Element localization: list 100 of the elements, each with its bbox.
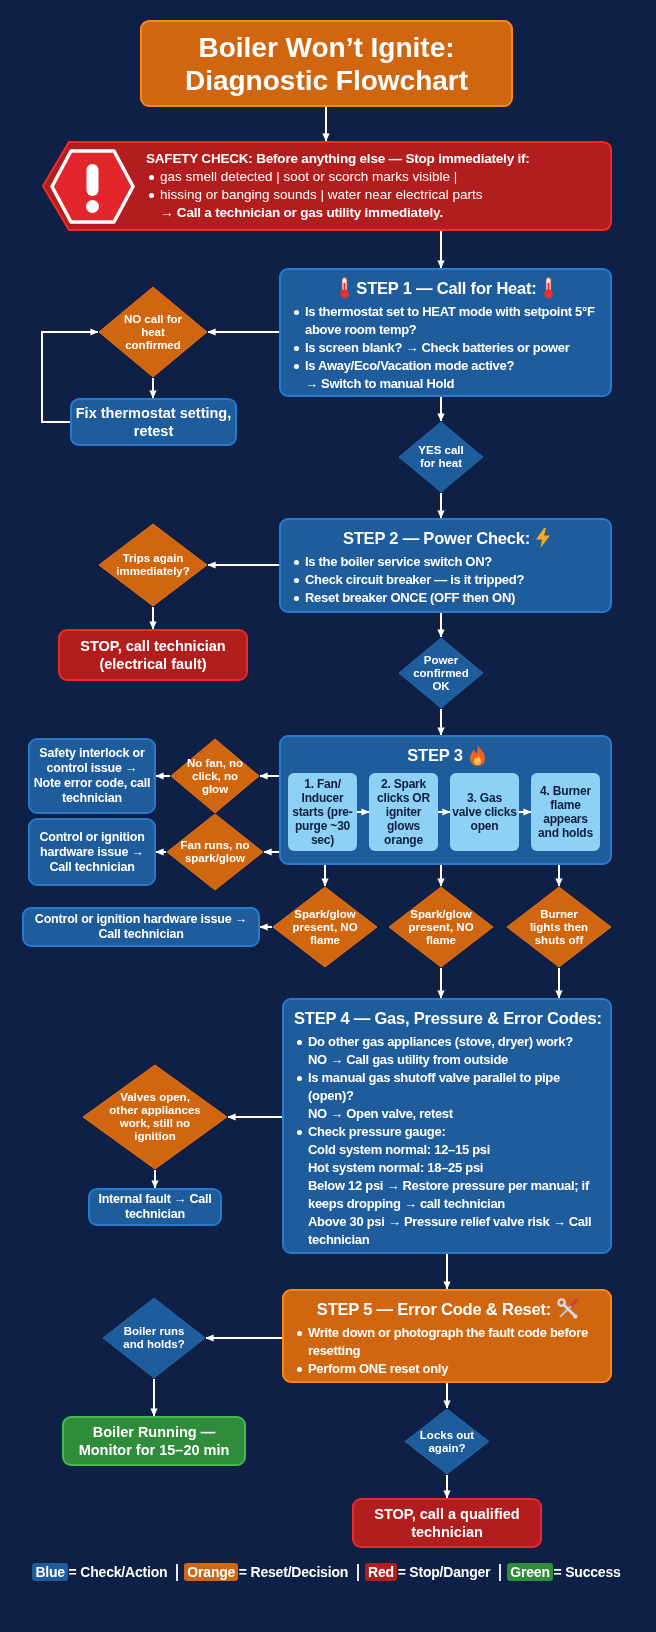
arrow	[149, 606, 157, 630]
checklist-item: Is manual gas shutoff valve parallel to pipe (open)?	[294, 1069, 602, 1105]
arrow	[437, 396, 445, 422]
arrow	[149, 377, 157, 399]
checklist-item: Is thermostat set to HEAT mode with setpoint 5°F above room temp?	[291, 303, 602, 339]
checklist-item: Is screen blank? → Check batteries or power	[291, 339, 570, 357]
decision-text: Power confirmed OK	[412, 653, 470, 693]
step-box	[282, 998, 612, 1254]
hazard-item: gas smell detected | soot or scorch marks visible |	[146, 168, 458, 186]
substep-text: 3. Gas valve clicks open	[452, 791, 517, 833]
arrow	[443, 1382, 451, 1409]
decision-text: Valves open, other appliances work, still no ignition	[108, 1091, 202, 1143]
action-text: Fix thermostat setting, retest	[74, 404, 233, 440]
arrow	[322, 106, 330, 142]
checklist-item: Check circuit breaker — is it tripped?	[291, 571, 525, 589]
title-box	[140, 20, 513, 107]
arrow	[437, 708, 445, 736]
checklist-note: Cold system normal: 12–15 psi	[308, 1141, 491, 1159]
warning-action: → Call a technician or gas utility immediately.	[160, 204, 443, 222]
checklist-note: Hot system normal: 18–25 psi	[308, 1159, 484, 1177]
legend-text: Orange = Reset/Decision	[187, 1563, 349, 1581]
decision-diamond	[102, 1297, 206, 1379]
legend-text: Red = Stop/Danger	[368, 1563, 491, 1581]
action-box	[88, 1188, 222, 1226]
checklist-item: Is the boiler service switch ON?	[291, 553, 492, 571]
title-text: Boiler Won’t Ignite: Diagnostic Flowchart	[183, 30, 470, 97]
step-heading: STEP 2 — Power Check:	[342, 528, 531, 548]
arrow	[437, 864, 445, 887]
legend-text: Blue = Check/Action	[35, 1563, 168, 1581]
decision-diamond	[166, 813, 264, 891]
arrow	[437, 967, 445, 999]
hazard-item: hissing or banging sounds | water near electrical parts	[146, 186, 483, 204]
arrow	[443, 1253, 451, 1290]
arrow	[443, 1474, 451, 1499]
arrow	[437, 612, 445, 638]
decision-diamond	[398, 421, 484, 493]
checklist-item: Perform ONE reset only	[294, 1360, 449, 1378]
substep-box	[450, 773, 519, 851]
arrow	[437, 808, 451, 816]
action-box	[28, 738, 156, 814]
arrow	[259, 923, 273, 931]
action-text: Control or ignition hardware issue → Call technician	[38, 829, 146, 875]
step-box	[279, 268, 612, 397]
arrow	[356, 808, 370, 816]
decision-text: Burner lights then shuts off	[528, 907, 590, 947]
checklist-item: Check pressure gauge:	[294, 1123, 446, 1141]
arrow	[207, 328, 280, 336]
arrow	[151, 1169, 159, 1189]
decision-diamond	[404, 1408, 490, 1475]
checklist-note: Below 12 psi → Restore pressure per manual; if keeps dropping → call technician	[308, 1177, 591, 1213]
arrow	[207, 561, 280, 569]
decision-diamond	[98, 286, 208, 378]
action-box	[70, 398, 237, 446]
warning-heading: SAFETY CHECK: Before anything else — Stop immediately if:	[146, 150, 530, 168]
decision-diamond	[388, 886, 494, 968]
success-box	[62, 1416, 246, 1466]
arrow	[555, 864, 563, 887]
decision-text: Boiler runs and holds?	[122, 1325, 186, 1351]
decision-text: Spark/glow present, NO flame	[291, 907, 359, 947]
arrow	[155, 772, 171, 780]
action-text: Boiler Running — Monitor for 15–20 min	[77, 1423, 231, 1459]
substep-box	[531, 773, 600, 851]
decision-diamond	[170, 738, 260, 814]
action-text: Control or ignition hardware issue → Call technician	[33, 912, 249, 942]
decision-text: YES call for heat	[417, 444, 465, 470]
stop-box	[352, 1498, 542, 1548]
checklist-item: Do other gas appliances (stove, dryer) work?	[294, 1033, 573, 1051]
warning-banner	[42, 141, 612, 231]
checklist-note: NO → Open valve, retest	[308, 1105, 453, 1123]
action-box	[28, 818, 156, 886]
decision-diamond	[398, 637, 484, 709]
step-box	[282, 1289, 612, 1383]
decision-diamond	[98, 523, 208, 607]
decision-text: No fan, no click, no glow	[185, 756, 245, 796]
substep-text: 2. Spark clicks OR igniter glows orange	[376, 777, 431, 847]
arrow	[227, 1113, 283, 1121]
arrow	[321, 864, 329, 887]
arrow	[437, 230, 445, 269]
arrow	[155, 848, 167, 856]
step-box	[279, 735, 612, 865]
arrow	[555, 967, 563, 999]
decision-text: Fan runs, no spark/glow	[179, 839, 251, 865]
decision-text: NO call for heat confirmed	[122, 312, 184, 352]
checklist-item: Write down or photograph the fault code before resetting	[294, 1324, 602, 1360]
substep-text: 1. Fan/ Inducer starts (pre-purge ~30 sec)	[291, 777, 354, 847]
decision-diamond	[506, 886, 612, 968]
checklist-item: Reset breaker ONCE (OFF then ON)	[291, 589, 515, 607]
step-heading: STEP 3	[407, 745, 463, 765]
decision-diamond	[272, 886, 378, 968]
step-heading: STEP 5 — Error Code & Reset:	[316, 1299, 552, 1319]
arrow	[259, 772, 280, 780]
checklist-note: → Switch to manual Hold	[305, 375, 455, 393]
stop-box	[58, 629, 248, 681]
substep-box	[369, 773, 438, 851]
step-heading: STEP 4 — Gas, Pressure & Error Codes:	[294, 1008, 602, 1028]
action-text: Safety interlock or control issue → Note error code, call technician	[32, 746, 152, 806]
arrow	[205, 1334, 283, 1342]
decision-text: Trips again immediately?	[115, 552, 191, 578]
action-text: STOP, call technician (electrical fault)	[79, 637, 227, 673]
decision-text: Spark/glow present, NO flame	[407, 907, 475, 947]
